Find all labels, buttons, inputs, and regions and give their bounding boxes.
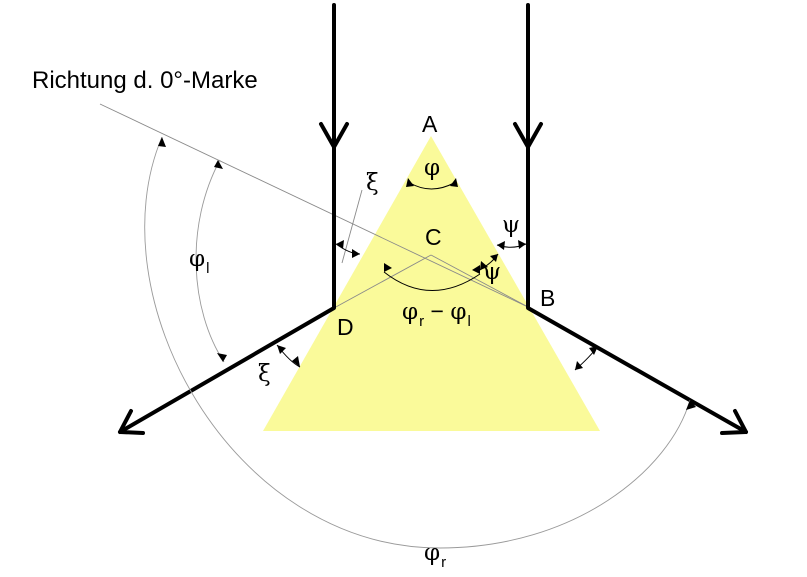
phi-r-subscript: r	[441, 554, 446, 571]
phi-difference-sub-l: l	[467, 313, 470, 330]
phi-difference-arc	[383, 271, 481, 291]
phi-difference-operator: −	[424, 298, 450, 324]
normal-line-B	[430, 254, 531, 309]
phi-angle-arc	[409, 182, 455, 190]
phi-l-arc	[195, 159, 225, 363]
phi-l-label: φl	[189, 246, 209, 277]
zero-mark-direction-line	[99, 103, 531, 309]
right-outgoing-arrowhead	[720, 409, 748, 435]
phi-difference-sub-r: r	[419, 313, 424, 330]
phi-difference-label: φr − φl	[402, 298, 471, 330]
right-ray-arrowhead	[513, 122, 543, 149]
prism-triangle	[263, 136, 600, 431]
psi-upper-label: ψ	[502, 212, 520, 238]
phi-r-arc	[144, 136, 691, 549]
left-ray-arrowhead	[319, 122, 349, 149]
xi-upper-label: ξ	[366, 170, 379, 196]
xi-lower-label: ξ	[258, 361, 271, 387]
normal-line-D	[333, 254, 432, 309]
left-light-ray	[118, 3, 336, 434]
xi-leader-line	[341, 189, 363, 264]
phi-l-subscript: l	[206, 260, 209, 277]
phi-r-label: φr	[424, 540, 446, 571]
angle-arrow-ticks	[158, 137, 696, 410]
psi-inner-label: ψ	[483, 259, 501, 285]
left-outgoing-arrowhead	[118, 409, 145, 435]
point-B-label: B	[540, 285, 555, 311]
point-A-label: A	[422, 111, 438, 137]
phi-label: φ	[424, 155, 440, 181]
zero-mark-caption: Richtung d. 0°-Marke	[32, 67, 258, 94]
point-D-label: D	[337, 314, 354, 340]
right-light-ray	[526, 3, 748, 434]
point-C-label: C	[425, 224, 442, 250]
